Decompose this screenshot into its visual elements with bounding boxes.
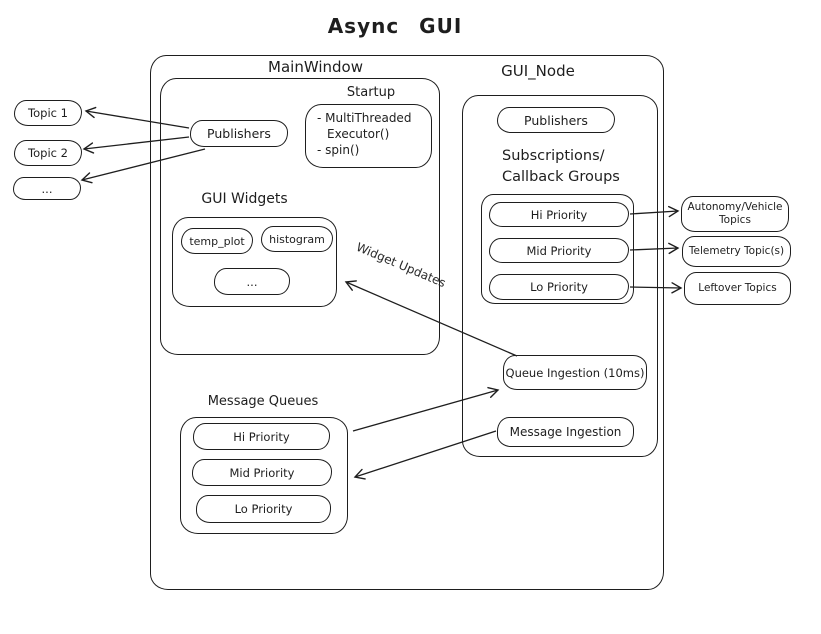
subscriptions-label-line-2: Callback Groups — [502, 169, 620, 185]
subscription-lo-priority-box: Lo Priority — [489, 274, 629, 300]
gui-node-publishers-box: Publishers — [497, 107, 615, 133]
gui-node-label: GUI_Node — [501, 62, 575, 80]
message-queues-label: Message Queues — [207, 394, 319, 409]
subscription-hi-priority-box: Hi Priority — [489, 202, 629, 227]
right-topic-autonomy-box: Autonomy/Vehicle Topics — [681, 196, 789, 232]
subscriptions-label-line-1: Subscriptions/ — [502, 148, 605, 164]
left-topic-more-box: ... — [13, 177, 81, 200]
right-topic-telemetry-box: Telemetry Topic(s) — [682, 236, 791, 267]
queue-ingestion-box: Queue Ingestion (10ms) — [503, 355, 647, 390]
main-window-label: MainWindow — [268, 58, 363, 76]
diagram-title: Async GUI — [327, 14, 463, 38]
startup-label: Startup — [346, 85, 396, 100]
startup-box — [305, 104, 432, 168]
startup-line-2: Executor() — [327, 127, 390, 141]
message-ingestion-box: Message Ingestion — [497, 417, 634, 447]
subscription-mid-priority-box: Mid Priority — [489, 238, 629, 263]
queue-hi-priority-box: Hi Priority — [193, 423, 330, 450]
widget-temp-plot-box: temp_plot — [181, 228, 253, 254]
startup-line-3: - spin() — [317, 143, 360, 157]
right-topic-leftover-box: Leftover Topics — [684, 272, 791, 305]
queue-lo-priority-box: Lo Priority — [196, 495, 331, 523]
gui-widgets-label: GUI Widgets — [201, 191, 288, 207]
widget-histogram-box: histogram — [261, 226, 333, 252]
widget-more-box: ... — [214, 268, 290, 295]
main-window-publishers-box: Publishers — [190, 120, 288, 147]
queue-mid-priority-box: Mid Priority — [192, 459, 332, 486]
left-topic-2-box: Topic 2 — [14, 140, 82, 166]
left-topic-1-box: Topic 1 — [14, 100, 82, 126]
subscriptions-label: Subscriptions/ Callback Groups — [502, 146, 654, 188]
startup-text: - MultiThreaded Executor() - spin() — [317, 110, 411, 158]
startup-line-1: - MultiThreaded — [317, 111, 412, 125]
